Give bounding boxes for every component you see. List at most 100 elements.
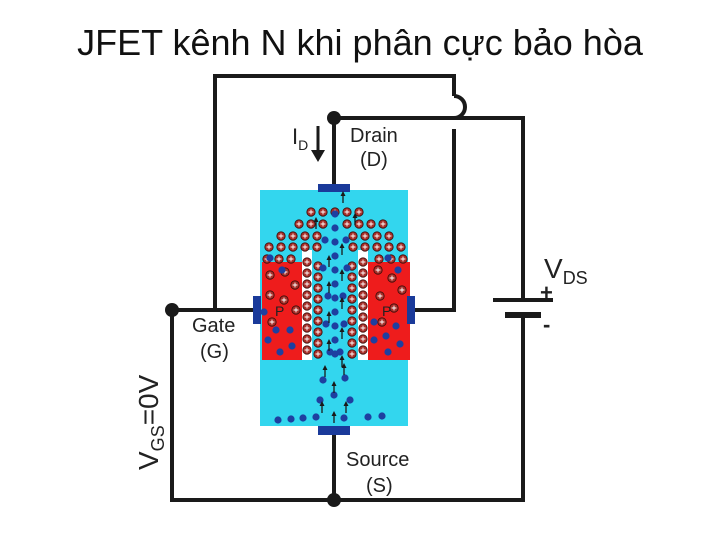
- electron-flow-arrows: [313, 191, 358, 423]
- hole: [358, 301, 368, 311]
- hole: [302, 334, 312, 344]
- hole: [302, 268, 312, 278]
- electron: [299, 414, 307, 422]
- hole: [348, 231, 358, 241]
- electron: [378, 412, 386, 420]
- electron: [370, 318, 378, 326]
- electrons: [260, 210, 404, 424]
- hole: [288, 242, 298, 252]
- hole: [372, 231, 382, 241]
- hole: [302, 279, 312, 289]
- hole: [312, 231, 322, 241]
- flow-arrow: [326, 255, 332, 267]
- electron: [331, 336, 339, 344]
- flow-arrow: [322, 365, 328, 377]
- electron: [331, 252, 339, 260]
- flow-arrow: [339, 243, 345, 255]
- hole: [374, 254, 384, 264]
- terminal-contacts: [253, 184, 415, 435]
- flow-arrow: [352, 213, 358, 225]
- electron: [346, 396, 354, 404]
- hole: [360, 242, 370, 252]
- hole: [397, 285, 407, 295]
- hole: [347, 272, 357, 282]
- electron: [340, 414, 348, 422]
- hole: [342, 207, 352, 217]
- electron: [266, 254, 274, 262]
- electron: [312, 413, 320, 421]
- electron: [331, 280, 339, 288]
- flow-arrow: [339, 297, 345, 309]
- flow-arrow: [313, 217, 319, 229]
- flow-arrow: [326, 339, 332, 351]
- hole: [358, 312, 368, 322]
- electron: [331, 266, 339, 274]
- hole: [313, 349, 323, 359]
- hole: [358, 323, 368, 333]
- electron: [272, 326, 280, 334]
- source-symbol: (S): [366, 475, 393, 497]
- hole: [347, 338, 357, 348]
- electron: [343, 264, 351, 272]
- electron: [319, 376, 327, 384]
- electron: [278, 266, 286, 274]
- hole: [294, 219, 304, 229]
- source-label: Source: [346, 449, 409, 471]
- hole: [265, 270, 275, 280]
- gate-symbol: (G): [200, 341, 229, 363]
- electron: [264, 336, 272, 344]
- flow-arrow: [326, 281, 332, 293]
- electron: [276, 348, 284, 356]
- hole: [348, 242, 358, 252]
- flow-arrow: [319, 401, 325, 413]
- hole: [384, 231, 394, 241]
- electron: [321, 236, 329, 244]
- hole: [387, 273, 397, 283]
- electron: [382, 332, 390, 340]
- hole: [342, 219, 352, 229]
- battery-plus: +: [540, 280, 553, 305]
- hole: [354, 207, 364, 217]
- electron: [288, 342, 296, 350]
- electron: [341, 374, 349, 382]
- electron: [370, 336, 378, 344]
- vds-label: VDS: [544, 253, 588, 288]
- hole: [360, 231, 370, 241]
- vgs-label: VGS=0V: [133, 374, 168, 470]
- hole: [288, 231, 298, 241]
- electron: [331, 322, 339, 330]
- hole: [302, 312, 312, 322]
- hole: [313, 294, 323, 304]
- hole: [354, 219, 364, 229]
- hole: [375, 291, 385, 301]
- hole: [358, 279, 368, 289]
- hole: [373, 265, 383, 275]
- electron: [384, 254, 392, 262]
- hole: [347, 316, 357, 326]
- hole: [384, 242, 394, 252]
- flow-arrow: [340, 191, 346, 203]
- electron: [396, 340, 404, 348]
- hole: [267, 317, 277, 327]
- electron: [331, 238, 339, 246]
- electron: [384, 348, 392, 356]
- hole: [347, 327, 357, 337]
- hole: [286, 254, 296, 264]
- p-label-right: P: [382, 303, 391, 319]
- hole: [347, 305, 357, 315]
- circuit-wires: [170, 74, 525, 502]
- electron: [331, 224, 339, 232]
- battery-minus: -: [543, 312, 550, 337]
- hole: [347, 283, 357, 293]
- hole: [302, 257, 312, 267]
- hole: [276, 231, 286, 241]
- electron: [331, 210, 339, 218]
- hole: [318, 207, 328, 217]
- hole: [300, 231, 310, 241]
- flow-arrow: [331, 411, 337, 423]
- vds-battery: [493, 298, 553, 318]
- electron: [286, 326, 294, 334]
- flow-arrow: [339, 269, 345, 281]
- electron: [340, 320, 348, 328]
